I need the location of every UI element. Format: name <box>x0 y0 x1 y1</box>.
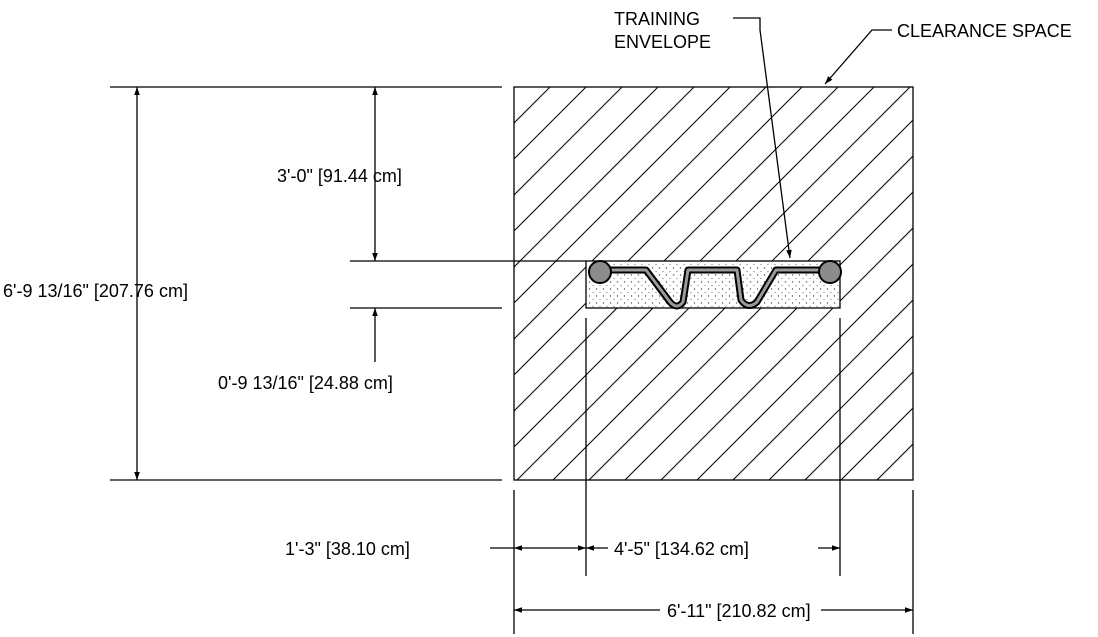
hatch-line <box>514 87 731 304</box>
dim-width-left-label: 1'-3" [38.10 cm] <box>285 539 410 559</box>
hatch-line <box>840 407 913 480</box>
training-envelope-leader <box>733 17 792 259</box>
right-end-ball <box>818 260 842 284</box>
wire-bar <box>588 260 842 310</box>
hatch-line <box>514 87 587 160</box>
hatch-line <box>1057 87 1098 480</box>
vertical-extension-lines <box>513 318 914 634</box>
hatch-line <box>1021 87 1098 480</box>
dim-width-envelope-label: 4'-5" [134.62 cm] <box>614 539 749 559</box>
clearance-space-leader <box>824 29 892 85</box>
hatch-line <box>912 479 913 480</box>
dim-width-total-label: 6'-11" [210.82 cm] <box>667 601 811 621</box>
hatch-line <box>514 87 695 268</box>
hatch-line <box>514 87 767 340</box>
training-label-line2: ENVELOPE <box>614 32 711 52</box>
hatch-line <box>1093 87 1098 480</box>
dim-height-bottom-label: 0'-9 13/16" [24.88 cm] <box>218 373 393 393</box>
hatch-line <box>768 335 913 480</box>
clearance-space-label: CLEARANCE SPACE <box>897 21 1072 41</box>
horizontal-extension-lines <box>110 86 586 481</box>
hatch-line <box>732 299 913 480</box>
hatch-line <box>660 227 913 480</box>
left-end-ball <box>588 260 612 284</box>
hatch-line <box>876 443 913 480</box>
hatch-line <box>949 87 1098 480</box>
hatch-line <box>514 87 659 232</box>
hatch-line <box>696 263 913 480</box>
hatch-line <box>514 87 551 124</box>
hatch-line <box>804 371 913 480</box>
hatch-line <box>985 87 1098 480</box>
dim-height-total-label: 6'-9 13/16" [207.76 cm] <box>3 281 188 301</box>
dim-height-top-label: 3'-0" [91.44 cm] <box>277 166 402 186</box>
hatch-line <box>514 87 623 196</box>
training-label-line1: TRAINING <box>614 9 700 29</box>
